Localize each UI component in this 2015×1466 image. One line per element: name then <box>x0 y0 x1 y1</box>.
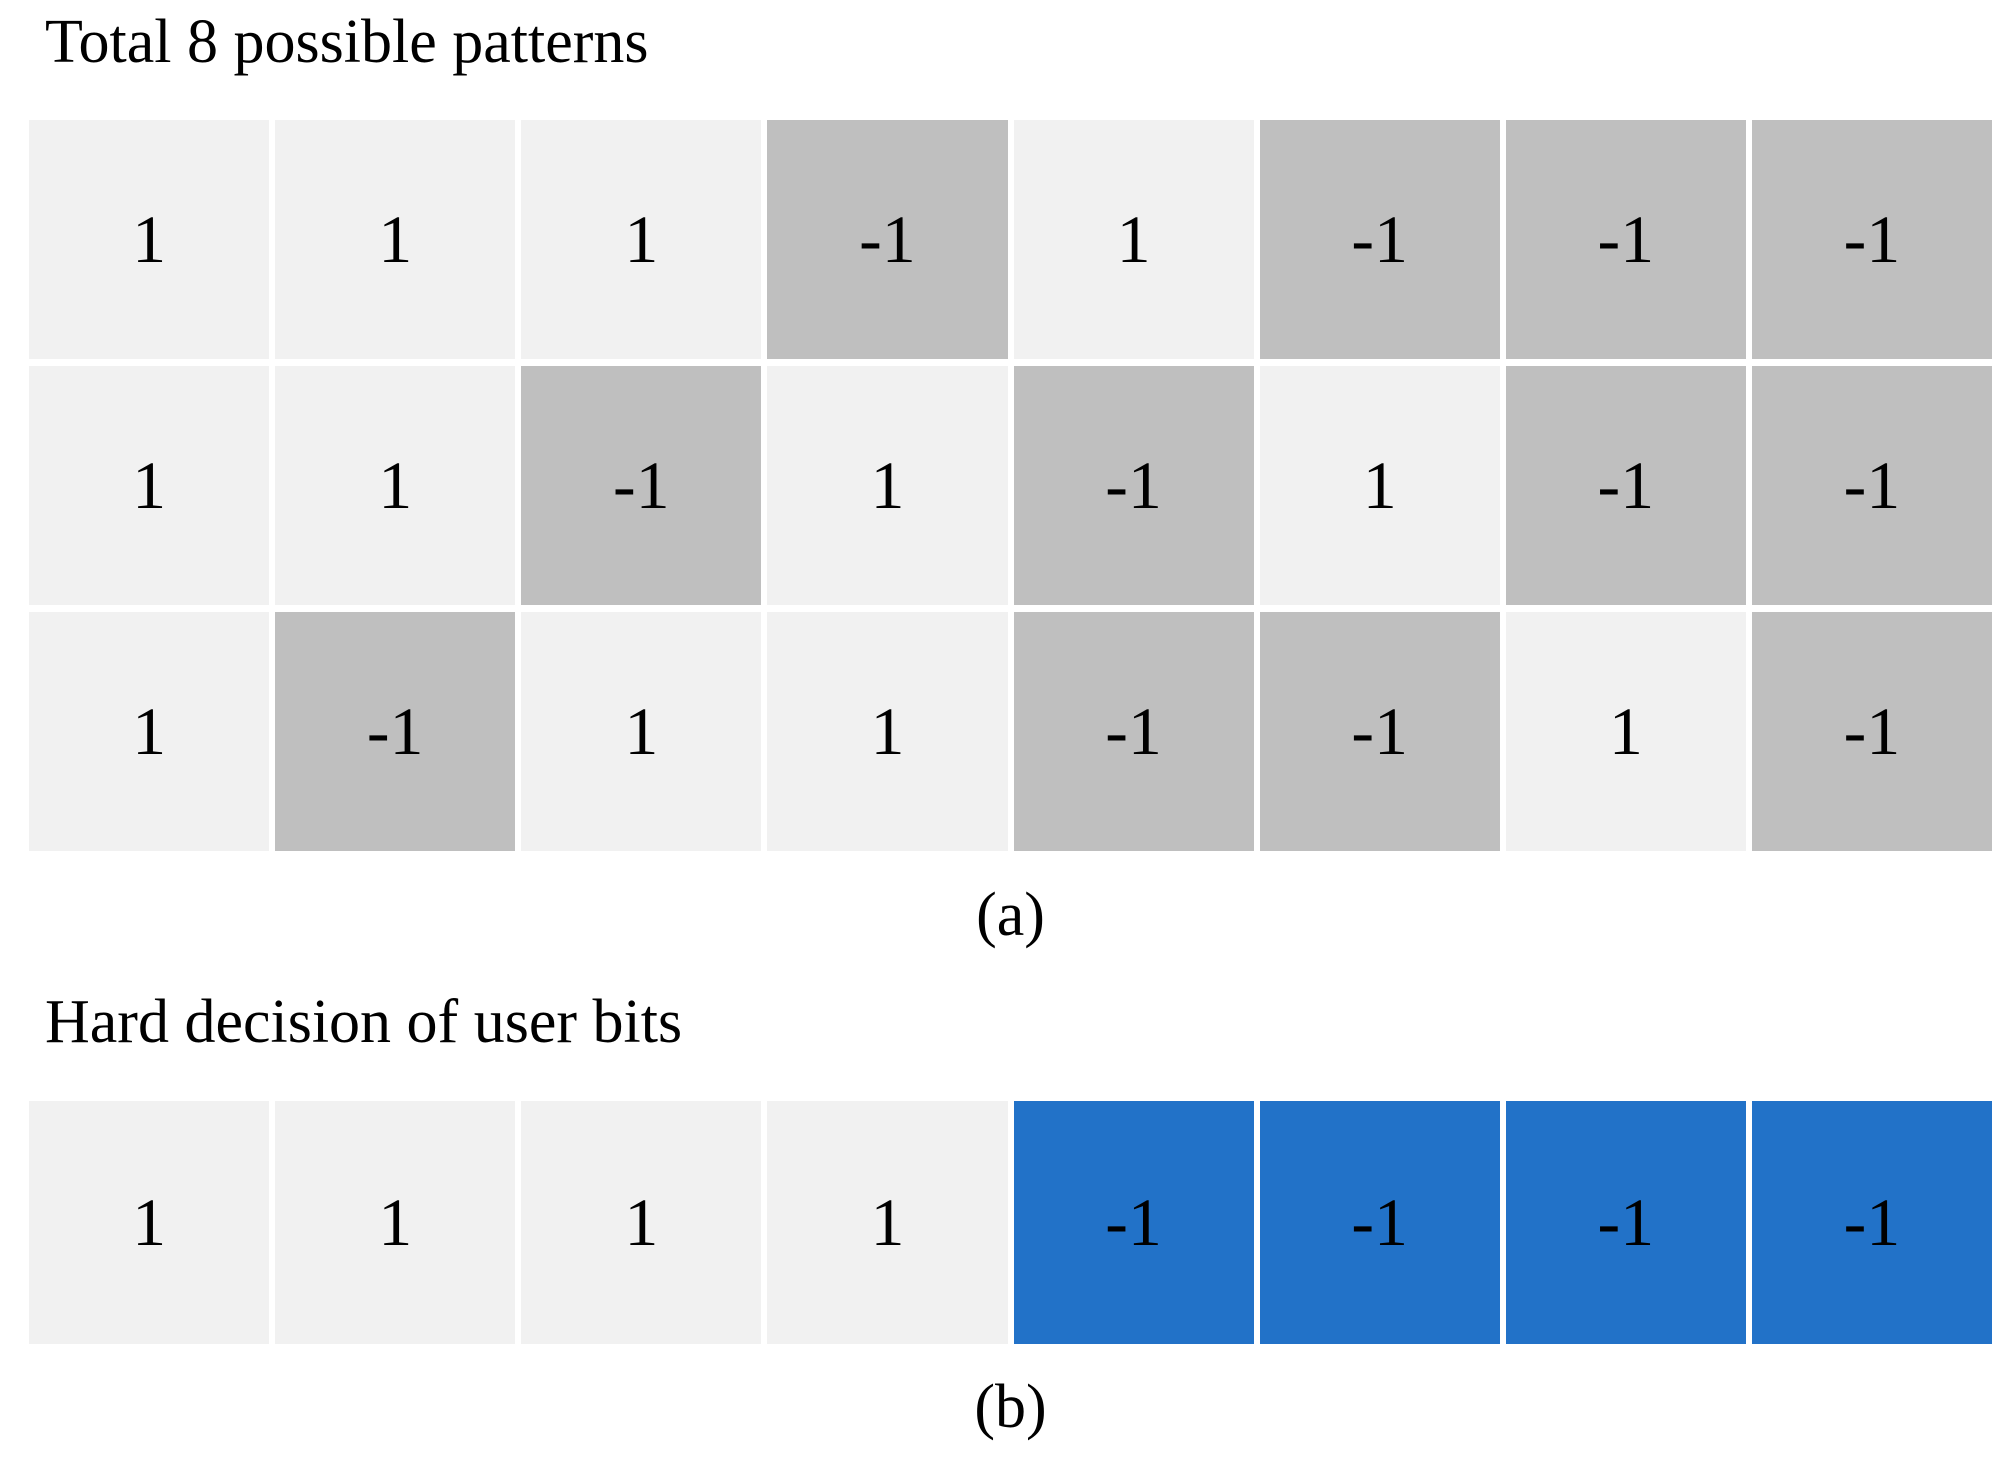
pattern-cell: 1 <box>275 1101 516 1344</box>
pattern-cell: -1 <box>521 366 762 605</box>
pattern-cell: -1 <box>1259 120 1500 359</box>
pattern-cell: 1 <box>29 1101 270 1344</box>
pattern-cell: -1 <box>1505 1101 1746 1344</box>
pattern-cell: -1 <box>1013 366 1254 605</box>
panel-a-label: (a) <box>976 881 1045 949</box>
pattern-cell: -1 <box>1751 366 1992 605</box>
pattern-cell: 1 <box>1505 612 1746 851</box>
panel-b-title: Hard decision of user bits <box>45 988 683 1056</box>
pattern-cell: -1 <box>1751 612 1992 851</box>
pattern-cell: 1 <box>767 612 1008 851</box>
pattern-cell: 1 <box>767 366 1008 605</box>
pattern-cell: 1 <box>29 120 270 359</box>
panel-b-label: (b) <box>974 1373 1047 1441</box>
pattern-cell: 1 <box>521 120 762 359</box>
pattern-cell: -1 <box>1505 366 1746 605</box>
pattern-cell: 1 <box>521 1101 762 1344</box>
pattern-cell: 1 <box>521 612 762 851</box>
pattern-cell: -1 <box>1013 1101 1254 1344</box>
pattern-cell: 1 <box>275 366 516 605</box>
pattern-cell: -1 <box>1259 612 1500 851</box>
pattern-cell: 1 <box>29 612 270 851</box>
pattern-cell: -1 <box>1751 120 1992 359</box>
pattern-cell: -1 <box>767 120 1008 359</box>
pattern-cell: -1 <box>1013 612 1254 851</box>
pattern-cell: 1 <box>275 120 516 359</box>
pattern-cell: 1 <box>29 366 270 605</box>
pattern-cell: 1 <box>1259 366 1500 605</box>
pattern-cell: 1 <box>767 1101 1008 1344</box>
pattern-cell: -1 <box>1259 1101 1500 1344</box>
pattern-cell: -1 <box>1505 120 1746 359</box>
pattern-cell: 1 <box>1013 120 1254 359</box>
panel-a-title: Total 8 possible patterns <box>45 8 649 76</box>
pattern-cell: -1 <box>275 612 516 851</box>
pattern-cell: -1 <box>1751 1101 1992 1344</box>
